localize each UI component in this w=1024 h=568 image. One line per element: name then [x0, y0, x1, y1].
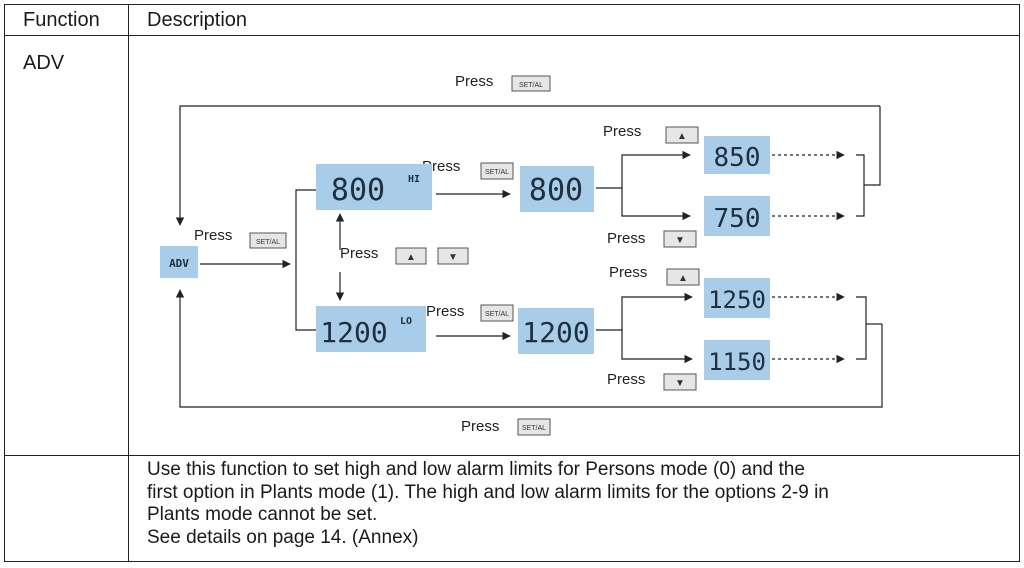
- function-description: Use this function to set high and low al…: [147, 459, 1007, 549]
- lcd-low-option: 1150: [704, 340, 770, 380]
- press-label-low: Press: [426, 303, 464, 320]
- lcd-low-limit: 1200 LO: [316, 306, 426, 352]
- press-label-low-up: Press: [609, 264, 647, 281]
- column-divider: [128, 5, 129, 561]
- press-label-updown: Press: [340, 245, 378, 262]
- svg-text:LO: LO: [400, 316, 412, 327]
- down-button-icon: ▼: [663, 373, 697, 391]
- svg-text:1200: 1200: [522, 316, 589, 349]
- header-description: Description: [147, 9, 248, 31]
- press-label-high-down: Press: [607, 230, 645, 247]
- svg-text:1250: 1250: [708, 286, 766, 314]
- svg-text:▼: ▼: [675, 235, 685, 246]
- description-line: See details on page 14. (Annex): [147, 526, 419, 548]
- top-loop-line: [175, 105, 881, 226]
- up-button-icon: ▲: [666, 268, 700, 286]
- description-line: Plants mode cannot be set.: [147, 504, 378, 525]
- lcd-low-option: 1250: [704, 278, 770, 318]
- lcd-high-option: 850: [704, 136, 770, 174]
- set-button-icon: SET/AL: [480, 162, 514, 180]
- lcd-high-limit: 800 HI: [316, 164, 432, 210]
- header-function: Function: [23, 9, 100, 31]
- description-line: first option in Plants mode (1). The hig…: [147, 481, 829, 503]
- svg-text:SET/AL: SET/AL: [519, 82, 543, 89]
- set-button-icon: SET/AL: [249, 232, 287, 249]
- svg-text:850: 850: [714, 143, 761, 173]
- svg-text:1200: 1200: [320, 316, 387, 349]
- lcd-high-edit: 800: [520, 166, 594, 212]
- set-button-icon: SET/AL: [480, 304, 514, 322]
- svg-text:▼: ▼: [448, 252, 458, 263]
- lcd-adv: ADV: [160, 246, 198, 278]
- svg-text:ADV: ADV: [169, 257, 189, 270]
- down-button-icon: ▼: [437, 247, 469, 265]
- svg-text:750: 750: [714, 204, 761, 234]
- bottom-loop-line: [175, 289, 883, 408]
- svg-text:800: 800: [331, 173, 385, 208]
- svg-text:▲: ▲: [678, 273, 688, 284]
- description-line: Use this function to set high and low al…: [147, 459, 805, 480]
- press-label-adv: Press: [194, 227, 232, 244]
- set-button-icon: SET/AL: [517, 418, 551, 436]
- svg-text:HI: HI: [408, 174, 420, 185]
- set-button-icon: SET/AL: [511, 75, 551, 92]
- press-label-top: Press: [455, 73, 493, 90]
- svg-text:▲: ▲: [677, 131, 687, 142]
- lcd-low-edit: 1200: [518, 308, 594, 354]
- down-button-icon: ▼: [663, 230, 697, 248]
- svg-text:1150: 1150: [708, 348, 766, 376]
- svg-text:▲: ▲: [406, 252, 416, 263]
- function-name: ADV: [23, 52, 65, 74]
- low-row-arrows: [436, 292, 882, 364]
- press-label-high-up: Press: [603, 123, 641, 140]
- svg-text:SET/AL: SET/AL: [485, 311, 509, 318]
- press-label-low-down: Press: [607, 371, 645, 388]
- up-button-icon: ▲: [665, 126, 699, 144]
- function-table: Function Description ADV Use this functi…: [4, 4, 1020, 562]
- header-divider: [5, 35, 1019, 36]
- press-label-bottom: Press: [461, 418, 499, 435]
- svg-text:▼: ▼: [675, 378, 685, 389]
- svg-text:SET/AL: SET/AL: [522, 425, 546, 432]
- lcd-high-option: 750: [704, 196, 770, 236]
- svg-text:SET/AL: SET/AL: [256, 239, 280, 246]
- up-button-icon: ▲: [395, 247, 427, 265]
- high-row-arrows: [436, 150, 872, 221]
- adv-branch-lines: [200, 189, 318, 331]
- row-divider: [5, 455, 1019, 456]
- svg-text:800: 800: [529, 173, 583, 208]
- svg-text:SET/AL: SET/AL: [485, 169, 509, 176]
